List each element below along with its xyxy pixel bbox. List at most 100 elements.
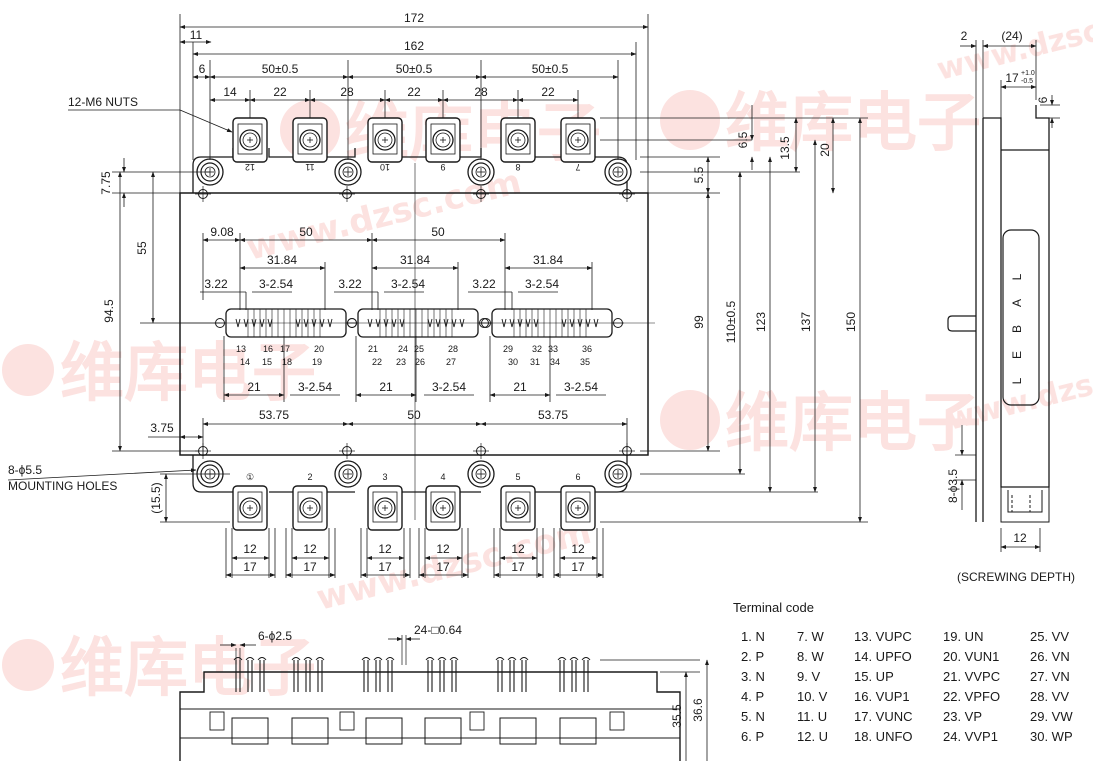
dim-3-75: 3.75 — [150, 421, 174, 435]
pin-33: 33 — [548, 344, 558, 354]
dim-pitch-254c: 3-2.54 — [525, 277, 559, 291]
dim-14: 14 — [223, 85, 237, 99]
side-dim-2: 2 — [961, 29, 968, 43]
pin-13: 13 — [236, 344, 246, 354]
terminal-label-10: 10 — [380, 162, 390, 172]
terminal-code-entry: 26. VN — [1030, 649, 1070, 664]
pin-18: 18 — [282, 357, 292, 367]
terminal-label-2: 2 — [307, 472, 312, 482]
dim-50a: 50 — [299, 225, 313, 239]
mounting-hole-6 — [334, 460, 362, 488]
dim-55: 55 — [135, 241, 149, 255]
terminal-label-3: 3 — [382, 472, 387, 482]
dim-110: 110±0.5 — [724, 300, 738, 343]
dim-6-5: 6.5 — [736, 131, 750, 148]
front-pins-a: 6-ϕ2.5 — [258, 629, 292, 643]
terminal-code-entry: 9. V — [797, 669, 821, 684]
dim-21c: 21 — [513, 380, 527, 394]
pin-32: 32 — [532, 344, 542, 354]
dim-22a: 22 — [273, 85, 287, 99]
dim-pitch-254d: 3-2.54 — [298, 380, 332, 394]
dim-w17-4: 17 — [436, 560, 450, 574]
terminal-label-7: 7 — [575, 162, 580, 172]
terminal-code-entry: 30. WP — [1030, 729, 1073, 744]
dim-13-5: 13.5 — [778, 136, 792, 160]
dim-w17-5: 17 — [511, 560, 525, 574]
terminal-code-entry: 18. UNFO — [854, 729, 913, 744]
terminal-code-table: Terminal code 1. N 2. P 3. N 4. P 5. N 6… — [733, 600, 1093, 761]
dim-5-5: 5.5 — [692, 166, 706, 183]
pin-17: 17 — [280, 344, 290, 354]
pin-24: 24 — [398, 344, 408, 354]
pin-14: 14 — [240, 357, 250, 367]
dim-w12-1: 12 — [243, 542, 257, 556]
label-letter-1: L — [1010, 273, 1024, 280]
dim-w12-3: 12 — [378, 542, 392, 556]
screwing-depth-note: (SCREWING DEPTH) — [957, 570, 1075, 584]
pin-26: 26 — [415, 357, 425, 367]
dim-pitch-254f: 3-2.54 — [564, 380, 598, 394]
dim-7-75: 7.75 — [99, 171, 113, 195]
terminal-code-entry: 13. VUPC — [854, 629, 912, 644]
watermark-brand-4: 维库电子 — [725, 87, 981, 161]
terminal-code-entry: 29. VW — [1030, 709, 1073, 724]
terminal-label-11: 11 — [305, 162, 314, 172]
nut-terminal-9 — [425, 117, 461, 163]
dim-150: 150 — [844, 312, 858, 332]
terminal-code-entry: 23. VP — [943, 709, 983, 724]
dim-w17-6: 17 — [571, 560, 585, 574]
terminal-code-entry: 16. VUP1 — [854, 689, 910, 704]
terminal-code-entry: 25. VV — [1030, 629, 1070, 644]
terminal-code-column-3: 13. VUPC 14. UPFO 15. UP 16. VUP1 17. VU… — [854, 627, 913, 747]
nut-terminal-5 — [500, 485, 536, 531]
dim-22b: 22 — [407, 85, 421, 99]
dim-pitch-254a: 3-2.54 — [259, 277, 293, 291]
side-view — [947, 40, 1060, 552]
dim-50c: 50 — [407, 408, 421, 422]
dim-31-84b: 31.84 — [400, 253, 430, 267]
terminal-numbers: 12 11 10 9 8 7 ① 2 3 4 5 6 — [245, 162, 581, 482]
mounting-hole-7 — [467, 460, 495, 488]
top-view-dimensions — [7, 14, 868, 578]
pin-19: 19 — [312, 357, 322, 367]
pin-21: 21 — [368, 344, 378, 354]
terminal-code-column-2: 7. W 8. W 9. V 10. V 11. U 12. U — [797, 627, 828, 747]
pin-31: 31 — [530, 357, 540, 367]
dim-20: 20 — [818, 143, 832, 157]
dim-53-75a: 53.75 — [259, 408, 289, 422]
terminal-label-4: 4 — [440, 472, 445, 482]
callout-holes-count: 8-ϕ5.5 — [8, 463, 42, 477]
side-dim-12: 12 — [1013, 531, 1027, 545]
pin-28: 28 — [448, 344, 458, 354]
label-letter-5: L — [1010, 377, 1024, 384]
terminal-code-entry: 4. P — [741, 689, 765, 704]
pin-25: 25 — [414, 344, 424, 354]
dim-w12-6: 12 — [571, 542, 585, 556]
dim-w17-1: 17 — [243, 560, 257, 574]
pin-35: 35 — [580, 357, 590, 367]
terminal-code-column-5: 25. VV 26. VN 27. VN 28. VV 29. VW 30. W… — [1030, 627, 1073, 747]
dim-3-22c: 3.22 — [472, 277, 496, 291]
dim-21b: 21 — [379, 380, 393, 394]
terminal-label-5: 5 — [515, 472, 520, 482]
callout-nuts: 12-M6 NUTS — [68, 95, 138, 109]
pin-16: 16 — [263, 344, 273, 354]
mounting-hole-4 — [604, 158, 632, 186]
nut-terminal-2 — [292, 485, 328, 531]
terminal-code-column-1: 1. N 2. P 3. N 4. P 5. N 6. P — [741, 627, 765, 747]
terminal-label-9: 9 — [440, 162, 445, 172]
terminal-code-entry: 2. P — [741, 649, 765, 664]
callout-holes-label: MOUNTING HOLES — [8, 479, 117, 493]
top-view-dimension-text: 172 11 162 6 50±0.5 50±0.5 50±0.5 14 22 … — [8, 11, 858, 574]
pin-27: 27 — [446, 357, 456, 367]
dim-31-84c: 31.84 — [533, 253, 563, 267]
terminal-code-entry: 6. P — [741, 729, 765, 744]
terminal-code-entry: 14. UPFO — [854, 649, 912, 664]
dim-w12-4: 12 — [436, 542, 450, 556]
mounting-hole-8 — [604, 460, 632, 488]
dim-inner-width: 162 — [404, 39, 424, 53]
front-dim-35-5: 35.5 — [670, 704, 684, 728]
pin-29: 29 — [503, 344, 513, 354]
terminal-code-entry: 10. V — [797, 689, 828, 704]
